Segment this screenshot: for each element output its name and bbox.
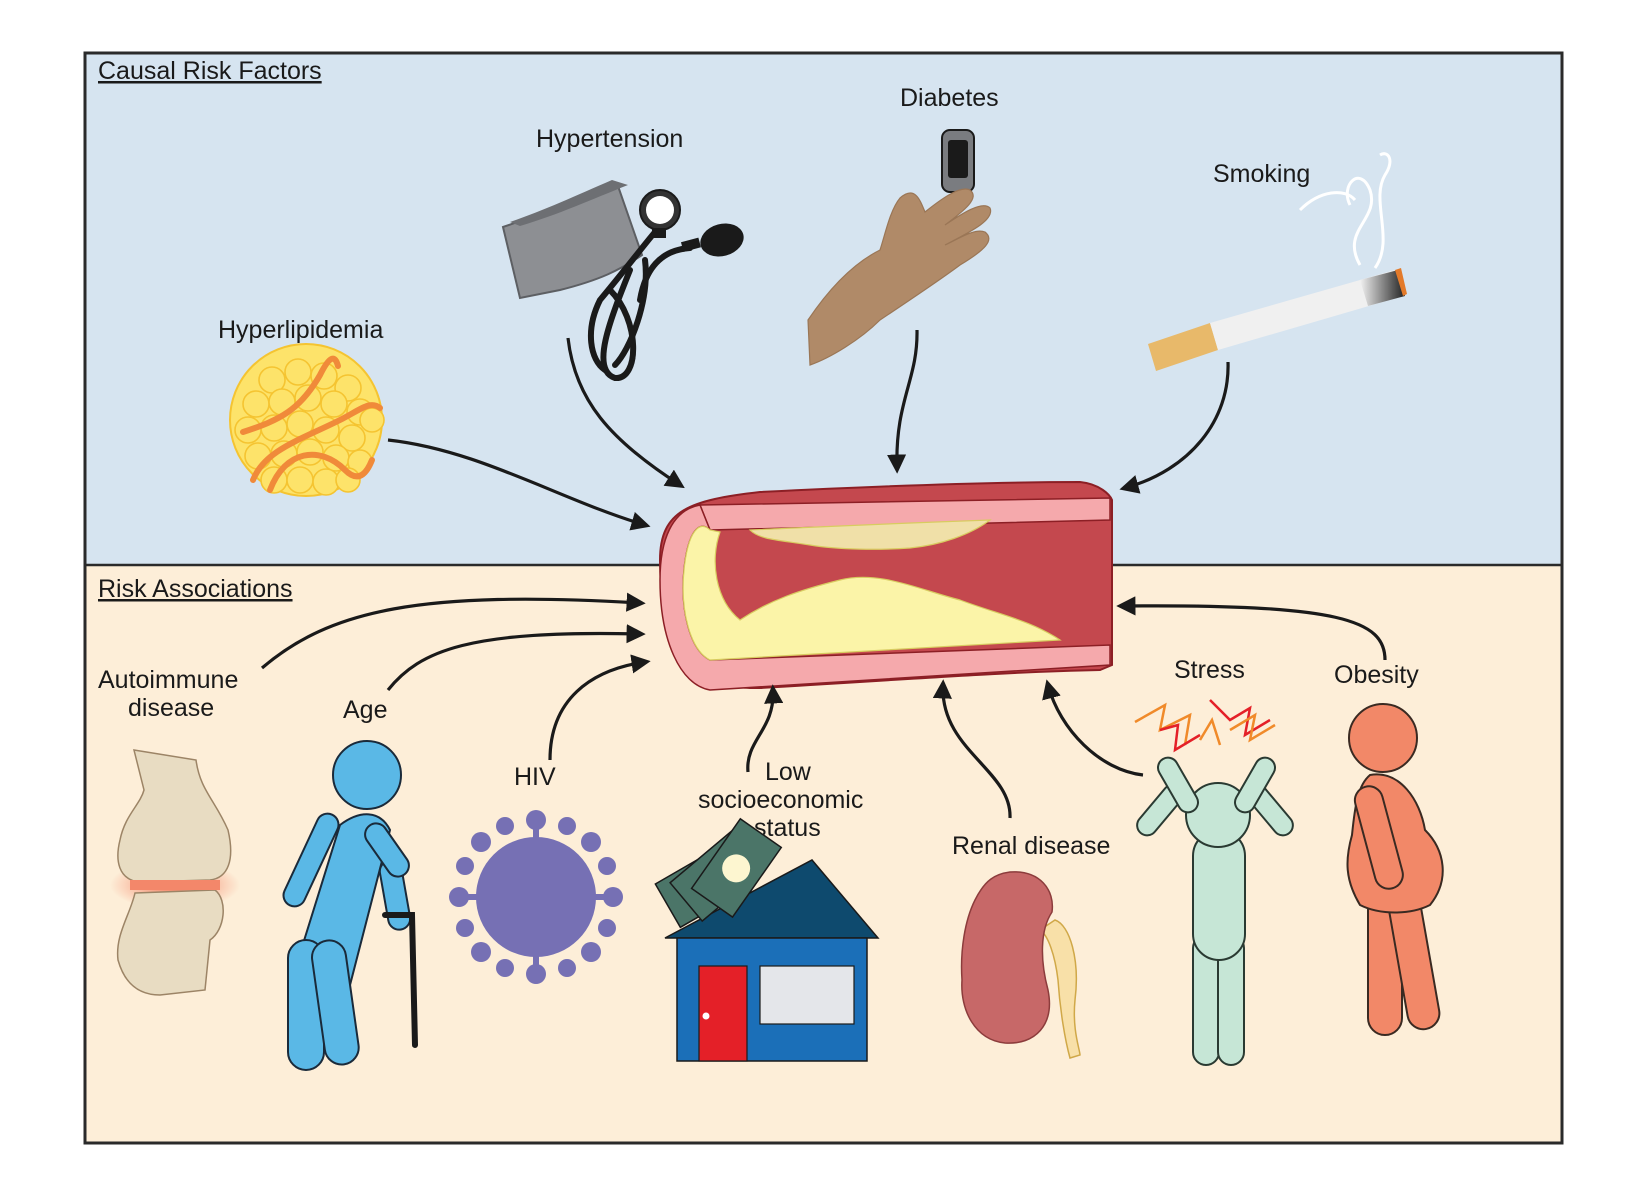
arrow-age bbox=[386, 624, 646, 692]
elderly-person-with-cane-icon bbox=[282, 740, 418, 1071]
smoking-label: Smoking bbox=[1213, 160, 1310, 188]
inflamed-knee-joint-icon bbox=[110, 749, 240, 996]
virus-icon bbox=[449, 810, 623, 984]
ses-label-line2: socioeconomic bbox=[698, 786, 863, 814]
hiv-label: HIV bbox=[514, 763, 556, 791]
stressed-person-icon bbox=[1134, 699, 1294, 1066]
atherosclerotic-artery-icon bbox=[658, 480, 1113, 691]
fat-cell-cluster-icon bbox=[229, 343, 385, 497]
association-arrows bbox=[260, 592, 1387, 819]
renal-label: Renal disease bbox=[952, 832, 1110, 860]
diabetes-label: Diabetes bbox=[900, 84, 999, 112]
arrow-obesity bbox=[1116, 596, 1387, 661]
stress-label: Stress bbox=[1174, 656, 1245, 684]
glucose-meter-hand-icon bbox=[807, 129, 992, 366]
arrow-autoimmune bbox=[260, 592, 646, 670]
associations-section-title: Risk Associations bbox=[98, 575, 293, 603]
arrow-ses bbox=[746, 684, 784, 773]
hypertension-label: Hypertension bbox=[536, 125, 683, 153]
arrow-hyperlipidemia bbox=[387, 438, 651, 531]
arrow-hypertension bbox=[566, 337, 685, 489]
ses-label-line1: Low bbox=[765, 758, 812, 786]
figure-border bbox=[83, 51, 1564, 1145]
arrow-smoking bbox=[1119, 361, 1230, 494]
blood-pressure-cuff-icon bbox=[501, 180, 744, 381]
arrow-stress bbox=[1042, 679, 1144, 777]
arrow-diabetes bbox=[887, 329, 919, 474]
kidney-icon bbox=[960, 871, 1081, 1059]
cigarette-icon bbox=[1148, 152, 1407, 371]
autoimmune-label-line2: disease bbox=[128, 694, 214, 722]
autoimmune-label-line1: Autoimmune bbox=[98, 666, 238, 694]
house-with-money-icon bbox=[654, 817, 880, 1062]
obesity-label: Obesity bbox=[1334, 661, 1419, 689]
hyperlipidemia-label: Hyperlipidemia bbox=[218, 316, 383, 344]
arrow-hiv bbox=[548, 654, 651, 761]
causal-arrows bbox=[387, 329, 1230, 531]
causal-section-title: Causal Risk Factors bbox=[98, 57, 322, 85]
age-label: Age bbox=[343, 696, 387, 724]
obese-person-icon bbox=[1346, 703, 1444, 1036]
arrow-renal bbox=[932, 679, 1012, 819]
